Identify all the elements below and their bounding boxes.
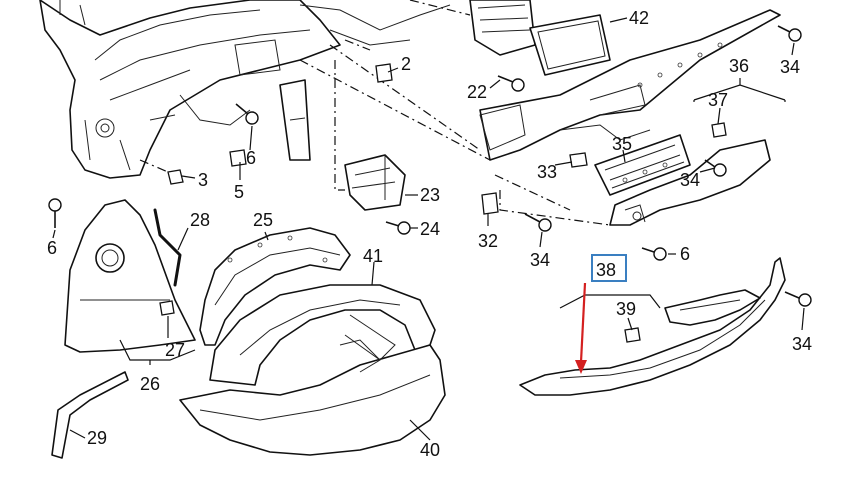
clip-icon	[481, 192, 499, 215]
screw-icon	[235, 103, 259, 125]
callout-label: 34	[792, 334, 812, 354]
callout-label: 6	[47, 238, 57, 258]
callout-label: 33	[537, 162, 557, 182]
callout-label: 40	[420, 440, 440, 460]
clip-icon	[229, 149, 247, 167]
highlight-box	[591, 254, 627, 282]
callout-label: 29	[87, 428, 107, 448]
support-rod	[153, 208, 182, 287]
callout-label: 26	[140, 374, 160, 394]
trim-strip	[51, 371, 129, 459]
radio-unit	[469, 0, 536, 56]
part-number-labels: 2 3 5 6 6 6 22 23 24 25 26 27 28 29 32 3…	[47, 8, 812, 460]
callout-label: 6	[246, 148, 256, 168]
clip-icon	[569, 152, 588, 168]
callout-label: 5	[234, 182, 244, 202]
glovebox-lower-panel	[519, 257, 786, 396]
clip-icon	[375, 63, 393, 83]
callout-label: 24	[420, 219, 440, 239]
lower-column-shroud	[179, 339, 446, 456]
screw-icon	[777, 25, 802, 42]
callout-label: 23	[420, 185, 440, 205]
clip-icon	[159, 300, 175, 316]
highlighted-callout: 38	[575, 254, 627, 374]
callout-label: 39	[616, 299, 636, 319]
arrow-head-icon	[575, 360, 587, 374]
screw-icon	[497, 75, 525, 92]
callout-label: 22	[467, 82, 487, 102]
callout-label: 34	[780, 57, 800, 77]
screw-icon	[524, 213, 552, 232]
trim-panel	[609, 139, 771, 226]
clip-fasteners	[159, 63, 727, 343]
callout-label: 32	[478, 231, 498, 251]
callout-label: 41	[363, 246, 383, 266]
highlight-arrow	[579, 282, 587, 363]
display-screen	[529, 14, 611, 76]
upper-dash-panel	[479, 9, 781, 161]
callout-label: 37	[708, 90, 728, 110]
upper-column-shroud	[199, 227, 351, 346]
dashboard-frame	[39, 0, 451, 179]
control-panel	[594, 134, 691, 196]
callout-label: 42	[629, 8, 649, 28]
callout-label: 25	[253, 210, 273, 230]
leader-lines	[52, 17, 805, 441]
callout-label: 28	[190, 210, 210, 230]
callout-label: 34	[680, 170, 700, 190]
screw-icon	[48, 198, 62, 228]
screw-icon	[704, 159, 727, 177]
clip-icon	[711, 122, 727, 138]
clip-icon	[624, 327, 641, 343]
screw-icon	[385, 221, 411, 235]
highlighted-part-number: 38	[596, 260, 616, 280]
control-module	[344, 154, 406, 211]
callout-label: 2	[401, 54, 411, 74]
screw-fasteners	[48, 25, 812, 307]
callout-label: 6	[680, 244, 690, 264]
callout-label: 34	[530, 250, 550, 270]
screw-icon	[784, 291, 812, 307]
callout-label: 27	[165, 340, 185, 360]
callout-label: 36	[729, 56, 749, 76]
screw-icon	[641, 247, 667, 261]
callout-label: 35	[612, 134, 632, 154]
clip-icon	[167, 169, 184, 185]
callout-label: 3	[198, 170, 208, 190]
